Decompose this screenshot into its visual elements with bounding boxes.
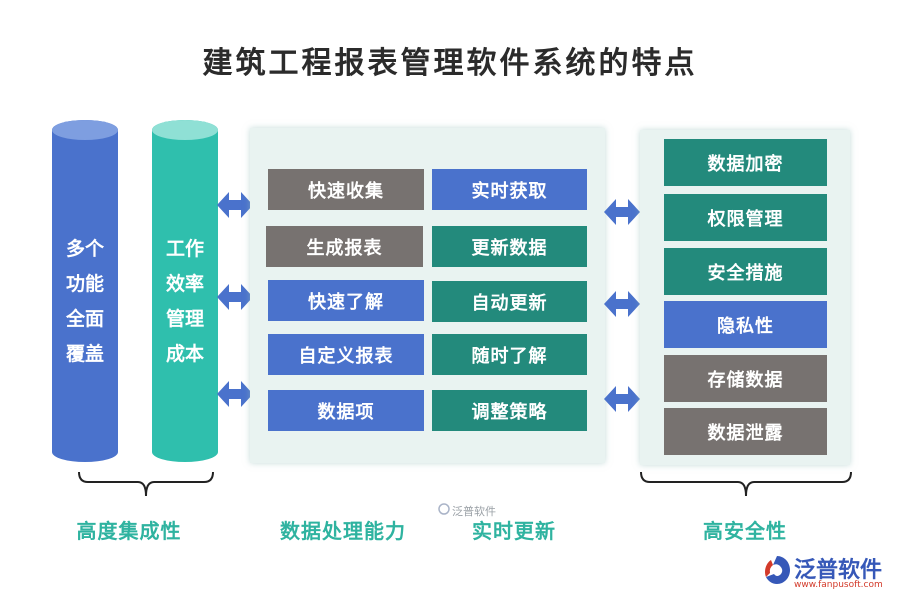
cylinder-text: 管理	[165, 308, 204, 330]
feature-box: 快速了解	[268, 280, 424, 321]
watermark-text: 泛普软件	[452, 505, 496, 518]
double-arrow-icon	[217, 284, 253, 310]
feature-box: 自定义报表	[268, 334, 424, 375]
page-title: 建筑工程报表管理软件系统的特点	[202, 46, 698, 81]
brand-logo-icon	[765, 556, 790, 584]
double-arrow-icon	[604, 386, 640, 412]
right-brace	[640, 471, 852, 497]
watermark-logo-icon	[438, 503, 450, 515]
double-arrow-icon	[217, 381, 253, 407]
cylinder-text: 工作	[165, 238, 204, 260]
double-arrow-icon	[604, 291, 640, 317]
security-box: 数据加密	[664, 139, 827, 186]
feature-box: 数据项	[268, 390, 424, 431]
feature-box: 生成报表	[266, 226, 423, 267]
category-label: 数据处理能力	[280, 519, 406, 543]
brand-name: 泛普软件	[794, 558, 883, 583]
cylinder-text: 功能	[65, 273, 104, 295]
integration-cylinder-blue: 多个 功能 全面 覆盖	[52, 120, 118, 462]
security-box: 安全措施	[664, 248, 827, 295]
security-box: 权限管理	[664, 194, 827, 241]
feature-box: 自动更新	[432, 281, 587, 322]
brand-logo: 泛普软件 www.fanpusoft.com	[760, 552, 890, 594]
cylinder-text: 全面	[65, 308, 104, 330]
security-box: 存储数据	[664, 355, 827, 402]
left-brace	[78, 471, 214, 497]
feature-box: 实时获取	[432, 169, 587, 210]
cylinder-cap	[52, 120, 118, 140]
feature-box: 调整策略	[432, 390, 587, 431]
cylinder-text: 成本	[165, 343, 204, 365]
security-box: 隐私性	[664, 301, 827, 348]
category-label: 高安全性	[703, 519, 787, 543]
integration-cylinder-teal: 工作 效率 管理 成本	[152, 120, 218, 462]
feature-box: 随时了解	[432, 334, 587, 375]
cylinder-text: 效率	[165, 273, 204, 295]
double-arrow-icon	[604, 199, 640, 225]
category-label: 实时更新	[472, 519, 556, 543]
brand-url: www.fanpusoft.com	[794, 580, 883, 590]
category-label: 高度集成性	[76, 519, 182, 543]
security-box: 数据泄露	[664, 408, 827, 455]
feature-box: 更新数据	[432, 226, 587, 267]
feature-box: 快速收集	[268, 169, 424, 210]
cylinder-text: 覆盖	[65, 343, 104, 365]
cylinder-text: 多个	[65, 238, 104, 260]
double-arrow-icon	[217, 192, 253, 218]
cylinder-cap	[152, 120, 218, 140]
